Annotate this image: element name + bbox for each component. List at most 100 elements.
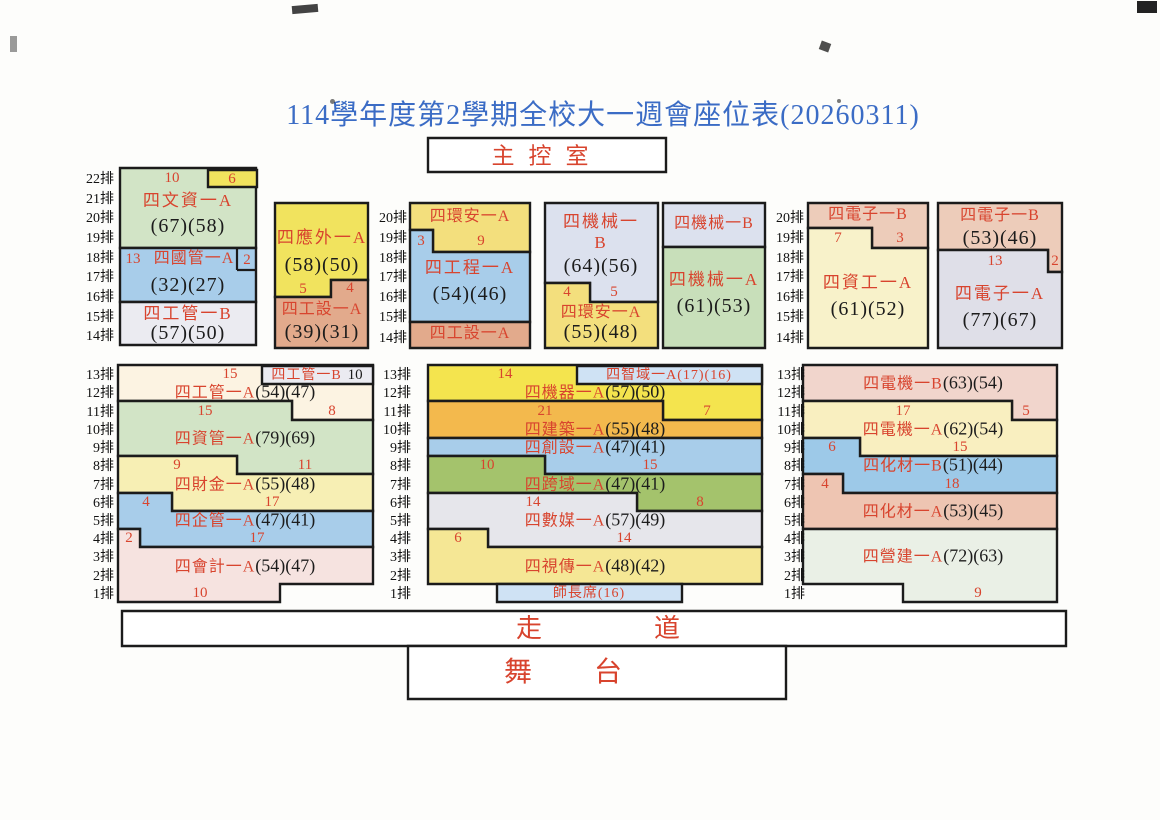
- text-gongguanB_box-label: 四工管一B: [271, 368, 342, 383]
- area-control-room: [426, 136, 668, 174]
- text-nums-shumei_r6: 14: [525, 494, 541, 510]
- label-wenzi-label: 四文資一A: [143, 192, 233, 210]
- label-nums-dianjiB_r11: 5: [1022, 403, 1030, 419]
- label-jixieB-counts: (64)(56): [564, 256, 639, 276]
- text-nums-wenzi_r22_right: 6: [228, 171, 236, 187]
- area-zigongA: [806, 226, 930, 350]
- label-nums-gongcheng_r19: 3: [417, 233, 425, 249]
- label-nums-kuayu_r8: 10: [480, 457, 495, 473]
- label-nums-caijin_r6: 17: [265, 494, 280, 510]
- scan-artifact: [330, 99, 335, 104]
- text-nums-huacaiA_r7: 4: [821, 476, 829, 492]
- row-label-col6: 11排: [777, 404, 805, 420]
- label-jianzhuA-label: 四建築一A(55)(48): [525, 420, 666, 439]
- area-wenzi-box6: [206, 168, 259, 189]
- label-nums-guoguan_r18: 13: [126, 251, 141, 267]
- text-jixieB-label_line1: 四機械一: [563, 212, 639, 231]
- text-zigongA-counts: (61)(52): [830, 298, 906, 320]
- label-dianziB-counts: (53)(46): [963, 228, 1038, 248]
- label-nums-wenzi_r22_right: 6: [228, 171, 236, 187]
- row-label-col2: 16排: [379, 289, 407, 305]
- text-nums-dianjiB_r11: 5: [1022, 403, 1030, 419]
- text-gongguanB-label: 四工管一B: [143, 304, 233, 323]
- row-label-col6: 5排: [784, 514, 805, 529]
- label-yingwai-counts: (58)(50): [285, 255, 360, 275]
- row-label-col6: 6排: [784, 495, 805, 511]
- text-qiguanA-counts: (47)(41): [255, 509, 316, 530]
- text-gongguanB_box-count: 10: [347, 367, 363, 383]
- text-jiqiA-label: 四機器一A: [524, 384, 606, 402]
- text-dianziB-label: 四電子一B: [828, 206, 908, 223]
- scan-artifact: [10, 36, 17, 52]
- row-label-col5: 10排: [383, 422, 411, 438]
- row-label-col4: 3排: [93, 550, 114, 566]
- text-gongchengA-label: 四工程一A: [424, 258, 516, 277]
- row-label-col5: 1排: [390, 586, 411, 602]
- text-shumeiA-counts: (57)(49): [605, 509, 666, 530]
- label-caijinA-label: 四財金一A(55)(48): [175, 475, 316, 494]
- text-dianjiB-counts: (63)(54): [942, 372, 1003, 393]
- label-nums-ziguan_r11: 15: [198, 403, 213, 419]
- text-shumeiA-label: 四數媒一A: [524, 512, 606, 530]
- area-huananA-mid: [543, 281, 660, 350]
- label-nums-zigong_r19: 7: [834, 230, 842, 246]
- label-dianziA-counts: (77)(67): [963, 310, 1038, 330]
- text-jixieB-label: 四機械一B: [674, 215, 754, 232]
- label-gongchengA-label: 四工程一A: [425, 259, 515, 277]
- text-nums-guoguan_r18: 13: [125, 251, 141, 267]
- label-dianziA-label: 四電子一A: [955, 285, 1045, 303]
- row-label-col5: 2排: [390, 568, 411, 584]
- row-label-col3: 14排: [776, 330, 804, 346]
- row-label-col3: 20排: [776, 211, 804, 227]
- label-huananA-label: 四環安一A: [561, 305, 642, 321]
- stage-label: 舞台: [503, 657, 685, 688]
- label-nums-shumei_r6: 14: [526, 494, 541, 510]
- label-ziguanA-label: 四資管一A(79)(69): [175, 429, 316, 448]
- label-jixieA-label: 四機械一A: [669, 271, 759, 289]
- text-jianzhuA-label: 四建築一A: [524, 421, 606, 439]
- row-label-col5: 12排: [383, 386, 411, 402]
- text-huacaiB-label: 四化材一B: [863, 457, 943, 475]
- label-gongsheA-counts: (39)(31): [285, 322, 360, 342]
- label-nums-huacaiA_r7: 4: [821, 476, 829, 492]
- text-huananA-counts: (55)(48): [563, 321, 639, 343]
- label-jixieB-label: 四機械一B: [674, 216, 754, 232]
- label-shichuanA-label: 四視傳一A(48)(42): [525, 557, 666, 576]
- row-label-col6: 1排: [784, 586, 805, 602]
- label-yingwai-label: 四應外一A: [277, 229, 367, 247]
- text-jixieA-counts: (61)(53): [676, 295, 752, 317]
- text-dianjiB-label: 四電機一B: [863, 375, 943, 393]
- label-dianjiB-label: 四電機一B(63)(54): [863, 374, 1003, 393]
- label-gongsheA-label: 四工設一A: [430, 326, 511, 342]
- text-huananA-label: 四環安一A: [429, 208, 511, 225]
- text-gongguanA-label: 四工管一A: [174, 384, 256, 402]
- text-nums-gongguanA_r11: 8: [328, 403, 336, 419]
- text-nums-dianjiA_r11: 17: [895, 403, 911, 419]
- aisle-label: 走道: [515, 614, 793, 643]
- row-label-col4: 9排: [93, 441, 114, 456]
- text-nums-jiqi_r11: 7: [703, 403, 711, 419]
- row-label-col2: 15排: [379, 309, 407, 325]
- row-label-col1: 14排: [86, 329, 114, 345]
- label-jixieA-counts: (61)(53): [677, 296, 752, 316]
- text-kuayuA-counts: (47)(41): [605, 473, 666, 494]
- text-gongguanB-counts: (57)(50): [150, 322, 226, 344]
- label-nums-yingwai_r16: 5: [299, 281, 307, 297]
- text-gongsheA-counts: (39)(31): [284, 321, 360, 343]
- text-nums-shumei_r4: 14: [616, 530, 632, 546]
- text-nums-caijin_r6: 17: [264, 494, 280, 510]
- text-nums-gongcheng_r19: 3: [417, 233, 425, 249]
- label-nums-shichuan_r4: 6: [454, 530, 462, 546]
- label-nums-ziguan_r8: 11: [298, 457, 312, 473]
- row-label-col1: 18排: [86, 250, 114, 266]
- text-nums-guoguan_r18_right: 2: [243, 252, 251, 268]
- row-label-col2: 14排: [379, 330, 407, 346]
- label-chuangsheA-label: 四創設一A(47)(41): [525, 438, 666, 457]
- row-label-col3: 19排: [776, 230, 804, 246]
- area-aisle: [120, 609, 1068, 648]
- label-nums-shumei_r4: 14: [617, 530, 632, 546]
- label-nums-dianjiA_r9: 15: [953, 439, 968, 455]
- row-label-col6: 8排: [784, 459, 805, 475]
